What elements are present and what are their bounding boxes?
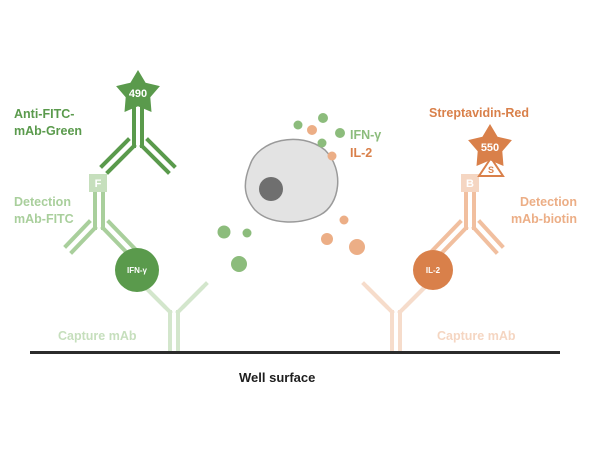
star-right-number: 550 (481, 142, 499, 154)
detection-fitc-label-line1: Detection (14, 195, 71, 209)
detection-antibody-fitc (63, 188, 141, 261)
capture-antibody-left (139, 281, 209, 353)
biotin-tag-letter: B (466, 178, 474, 190)
ifn-gamma-ball (115, 248, 159, 292)
il2-ball (413, 250, 453, 290)
detection-fitc-label-line2: mAb-FITC (14, 212, 74, 226)
star-left-number: 490 (129, 88, 147, 100)
anti-fitc-antibody-green (99, 106, 177, 175)
ifn-gamma-legend: IFN-γ (350, 128, 381, 142)
capture-left-label: Capture mAb (58, 329, 137, 343)
il2-ball-label: IL-2 (426, 266, 441, 275)
cell-nucleus (259, 177, 283, 201)
detection-biotin-label-line1: Detection (520, 195, 577, 209)
well-surface-label: Well surface (239, 370, 315, 385)
fluorophore-star-490 (116, 70, 160, 112)
capture-antibody-right (361, 281, 431, 353)
ifn-gamma-ball-label: IFN-γ (127, 266, 148, 275)
ifn-gamma-secreted-dots (217, 113, 345, 272)
capture-right-label: Capture mAb (437, 329, 516, 343)
fitc-tag-letter: F (95, 178, 102, 190)
well-surface-line (30, 351, 560, 354)
streptavidin-label: Streptavidin-Red (429, 106, 529, 120)
anti-fitc-label-line2: mAb-Green (14, 124, 82, 138)
cell-body (244, 138, 339, 223)
anti-fitc-label-line1: Anti-FITC- (14, 107, 74, 121)
fitc-tag (89, 174, 107, 192)
il2-secreted-dots (307, 125, 365, 255)
detection-biotin-label-line2: mAb-biotin (511, 212, 577, 226)
streptavidin-letter: S (488, 165, 494, 175)
fluorophore-star-550 (468, 124, 512, 166)
biotin-tag (461, 174, 479, 192)
detection-antibody-biotin (428, 188, 505, 261)
il2-legend: IL-2 (350, 146, 372, 160)
streptavidin-triangle (477, 156, 505, 177)
